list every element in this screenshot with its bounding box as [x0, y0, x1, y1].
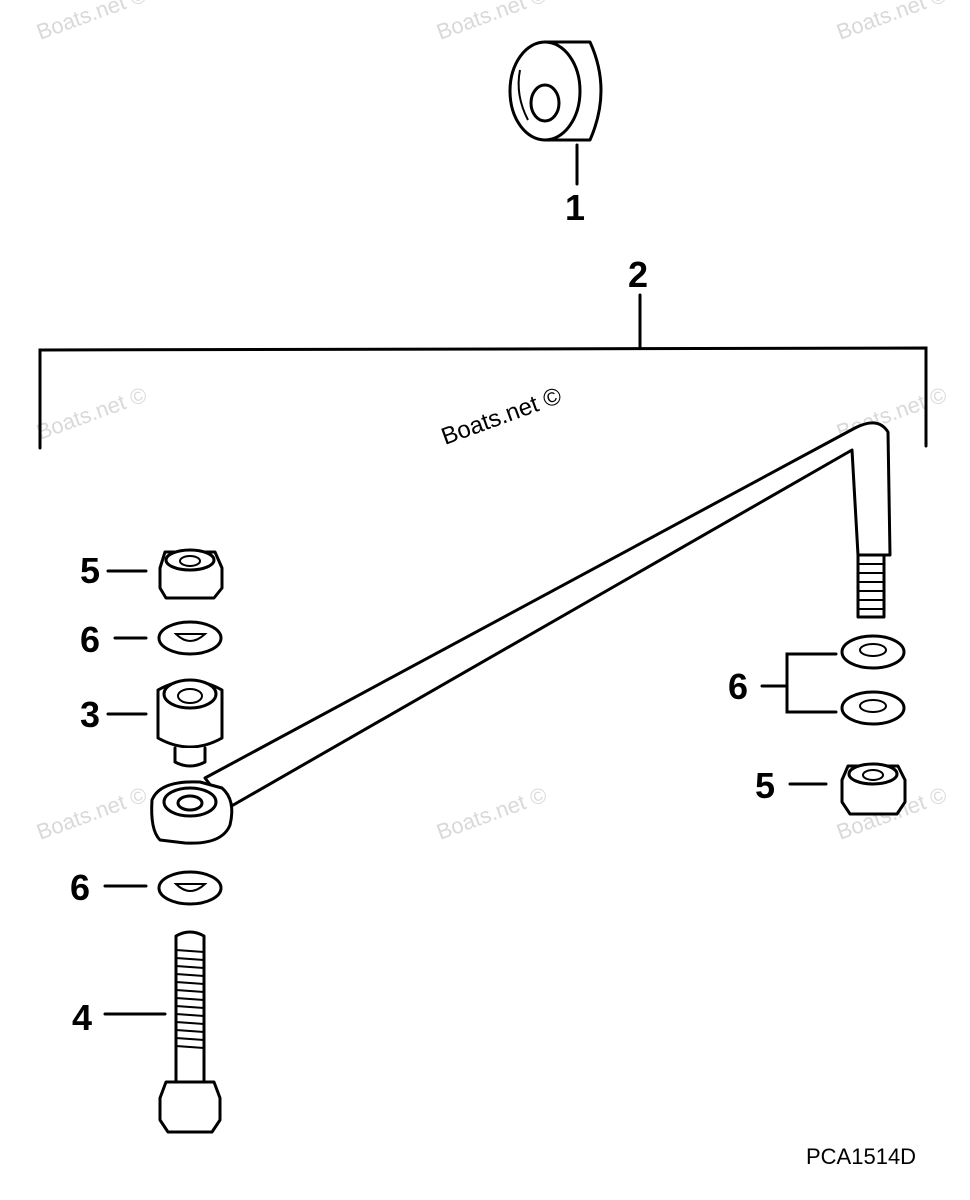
- part-6-washers-right: [760, 634, 906, 726]
- callout-2: 2: [628, 254, 648, 295]
- callout-4: 4: [72, 997, 92, 1038]
- part-6-washer-left-top: [113, 620, 223, 656]
- callout-5-left: 5: [80, 550, 100, 591]
- part-2-link-rod: [150, 421, 892, 845]
- part-1-bushing: [508, 40, 603, 186]
- callout-1: 1: [565, 187, 585, 228]
- watermark: Boats.net ©: [33, 0, 150, 45]
- part-2-bracket: [38, 293, 928, 450]
- part-6-washer-left-bottom: [103, 870, 223, 906]
- callout-6-left-top: 6: [80, 619, 100, 660]
- part-4-bolt: [103, 930, 222, 1134]
- watermark: Boats.net ©: [433, 782, 550, 845]
- watermark: Boats.net ©: [433, 0, 550, 45]
- diagram-code: PCA1514D: [806, 1144, 916, 1169]
- callout-6-left-bottom: 6: [70, 867, 90, 908]
- callout-6-right: 6: [728, 666, 748, 707]
- part-5-nut-left: [106, 548, 224, 600]
- watermark: Boats.net ©: [833, 0, 950, 45]
- callout-3: 3: [80, 694, 100, 735]
- callout-5-right: 5: [755, 765, 775, 806]
- part-3-spacer: [106, 678, 224, 768]
- part-5-nut-right: [788, 762, 907, 816]
- watermark: Boats.net ©: [33, 382, 150, 445]
- watermark-center: Boats.net ©: [438, 382, 566, 450]
- watermark: Boats.net ©: [33, 782, 150, 845]
